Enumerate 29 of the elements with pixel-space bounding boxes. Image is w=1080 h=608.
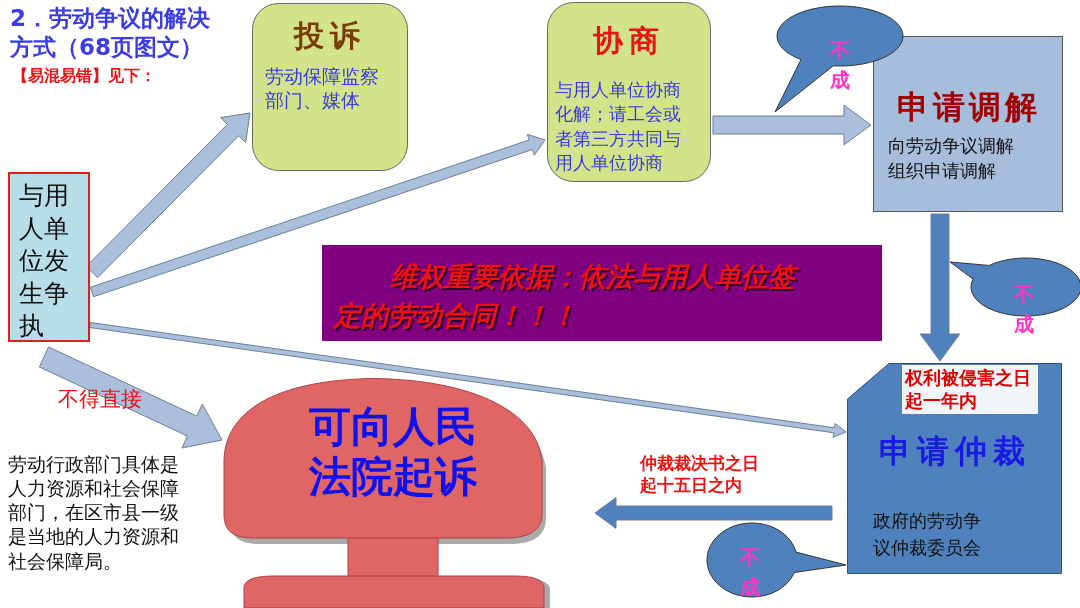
arrow [712,104,872,146]
process-box [8,172,90,342]
title: 2．劳动争议的解决方式（68页图文） [10,4,211,62]
arrow [89,322,847,438]
box-text: 政府的劳动争议仲裁委员会 [873,509,982,560]
box-text: 向劳动争议调解组织申请调解 [888,134,1015,184]
box-text: 与用人单位协商化解；请工会或者第三方共同与用人单位协商 [555,78,682,175]
bubble-text: 不成 [1014,281,1035,338]
arrow [919,213,961,362]
note-text: 劳动行政部门具体是人力资源和社会保障部门，在区市县一级是当地的人力资源和社会保障局。 [8,452,180,573]
banner [322,245,882,341]
arrow [594,497,833,529]
arrow [89,133,546,298]
bubble-text: 不成 [740,544,761,601]
bubble-text: 不成 [830,37,851,94]
note-text: 【易混易错】见下： [12,66,156,86]
edge-label: 不得直接 [58,386,142,413]
sign-text: 可向人民法院起诉 [308,402,478,503]
box-note: 权利被侵害之日起一年内 [902,365,1038,414]
box-heading: 申请仲裁 [877,431,1032,471]
box-heading: 申请调解 [896,87,1042,127]
process-box [873,36,1063,212]
box-heading: 协商 [592,22,666,60]
banner-text: 维权重要依据：依法与用人单位签定的劳动合同！！！ [334,257,804,336]
box-text: 劳动保障监察部门、媒体 [265,65,380,113]
box-heading: 投诉 [292,17,367,55]
arrow [38,346,223,449]
box-text: 与用人单位发生争执 [19,180,70,342]
edge-label: 仲裁裁决书之日起十五日之内 [640,452,760,497]
